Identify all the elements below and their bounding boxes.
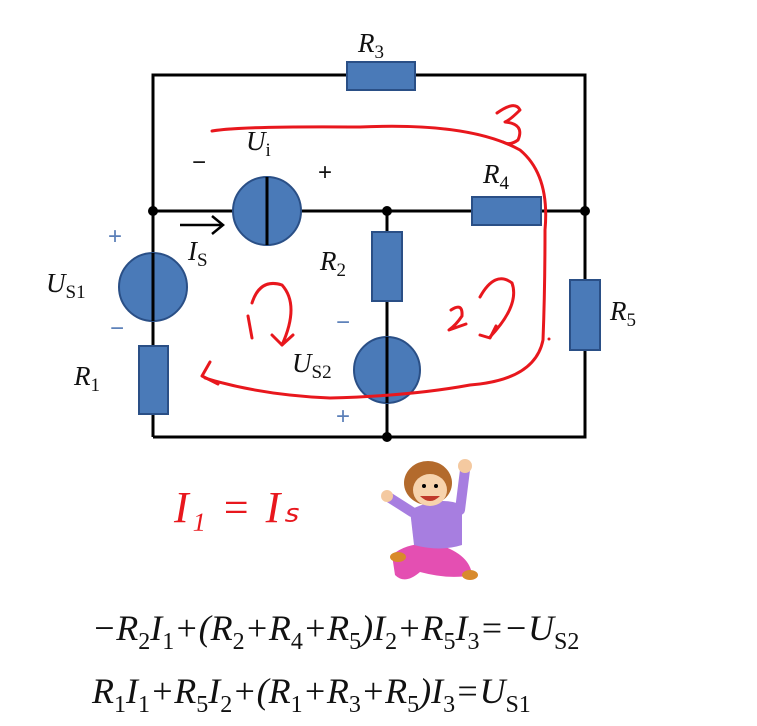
label-is: IS (187, 236, 208, 271)
equation-term: +(R (174, 608, 232, 648)
equation-term: +R (303, 671, 349, 711)
loop3-arrowhead (200, 360, 220, 386)
equation-subscript: 5 (443, 629, 455, 655)
us2-minus-sign: − (336, 309, 350, 336)
equation-subscript: 1 (291, 692, 303, 718)
equation-term: =−U (479, 608, 556, 648)
loop1-number-glyph (246, 314, 254, 340)
label-ui: Ui (246, 126, 271, 161)
label-r5: R5 (609, 296, 636, 331)
equation-term: I (207, 671, 222, 711)
junction-nodes (148, 206, 590, 442)
mesh-equation-3: R1I1+R5I2+(R1+R3+R5)I3=US1 (91, 671, 531, 718)
loop1-arrow (250, 282, 293, 347)
equation-term: +R (245, 608, 291, 648)
voltage-source-us2 (353, 336, 421, 404)
equation-term: =U (455, 671, 507, 711)
equation-subscript: 3 (443, 692, 455, 718)
label-r1: R1 (73, 361, 100, 396)
label-r3: R3 (357, 28, 384, 63)
us1-plus-sign: + (108, 223, 122, 250)
equation-term: +R (397, 608, 443, 648)
label-us1: US1 (46, 268, 86, 303)
current-arrow-icon (180, 215, 225, 235)
equation-subscript: 1 (162, 629, 174, 655)
equation-subscript: 1 (138, 692, 150, 718)
us2-plus-sign: + (336, 403, 350, 430)
equation-subscript: 3 (349, 692, 361, 718)
equation-subscript: 5 (196, 692, 208, 718)
ui-minus-sign: − (192, 149, 206, 176)
label-us2: US2 (292, 348, 332, 383)
resistor-r4 (471, 196, 542, 226)
equation-term: −R (92, 608, 138, 648)
equation-subscript: 3 (467, 629, 479, 655)
equation-term: I (149, 608, 164, 648)
note-i1-equals-is: I₁ = Iₛ (173, 483, 301, 532)
cartoon-girl-illustration (381, 459, 478, 580)
equation-term: +R (361, 671, 407, 711)
equation-term: +(R (232, 671, 290, 711)
equation-term: )I (417, 671, 445, 711)
equation-term: +R (150, 671, 196, 711)
equation-subscript: 5 (349, 629, 361, 655)
mesh-equation-2: −R2I1+(R2+R4+R5)I2+R5I3=−US2 (92, 608, 579, 655)
voltage-source-us1 (118, 252, 188, 322)
equation-subscript: 1 (114, 692, 126, 718)
us1-minus-sign: − (110, 315, 124, 342)
equation-term: R (91, 671, 114, 711)
label-r2: R2 (319, 246, 346, 281)
equation-subscript: 4 (291, 629, 303, 655)
equation-subscript: 2 (138, 629, 150, 655)
label-r4: R4 (482, 159, 510, 194)
resistor-r2 (371, 231, 403, 302)
equation-subscript: 2 (385, 629, 397, 655)
equation-term: I (125, 671, 140, 711)
equation-subscript: 5 (407, 692, 419, 718)
resistor-r1 (138, 345, 169, 415)
equation-term: )I (359, 608, 387, 648)
equation-subscript: 2 (233, 629, 245, 655)
equation-subscript: S1 (505, 692, 530, 718)
loop2-arrow (478, 277, 516, 339)
loop3-number-glyph (495, 104, 522, 146)
loop2-number-glyph (447, 305, 468, 332)
equation-term: I (454, 608, 469, 648)
ui-plus-sign: + (318, 159, 332, 186)
equation-subscript: 2 (220, 692, 232, 718)
loop3-path (203, 124, 548, 400)
resistor-r3 (346, 61, 416, 91)
equation-term: +R (303, 608, 349, 648)
resistor-r5 (569, 279, 601, 351)
equation-subscript: S2 (554, 629, 579, 655)
handwritten-annotations (200, 104, 551, 400)
current-source-is (232, 176, 302, 246)
